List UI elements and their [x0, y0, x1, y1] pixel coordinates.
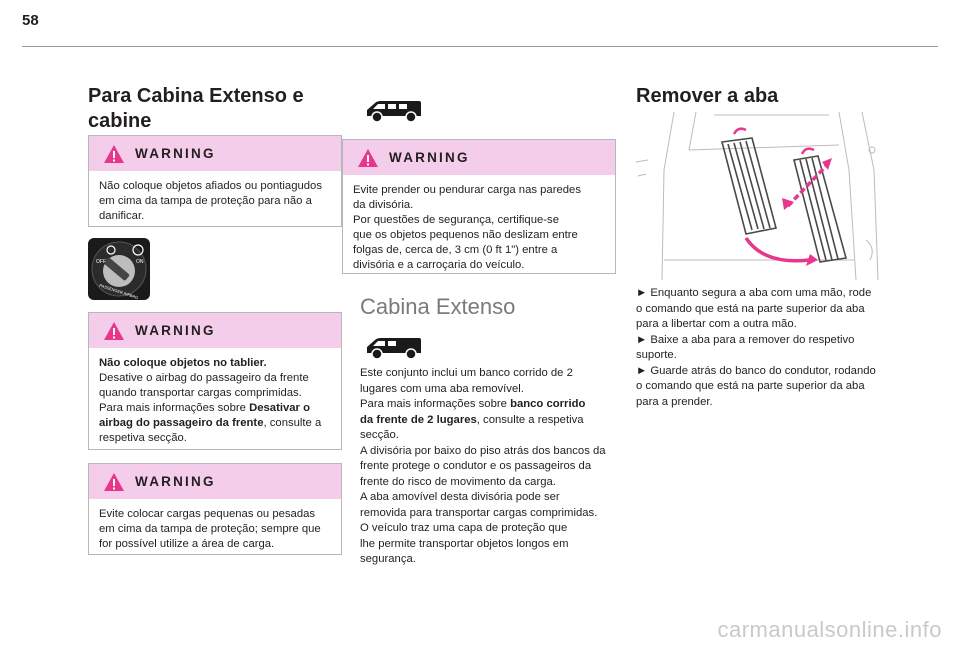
warning-box-partition: WARNING Evite prender ou pendurar carga … — [342, 139, 616, 274]
warning-body: Não coloque objetos no tablier. Desative… — [89, 348, 341, 454]
header-divider — [22, 46, 938, 47]
body-line: removida para transportar cargas comprim… — [360, 506, 598, 519]
airbag-on-label: ON — [136, 259, 144, 265]
warning-triangle-icon — [358, 148, 378, 167]
step-line: ► Enquanto segura a aba com uma mão, rod… — [636, 287, 872, 299]
warning-header: WARNING — [343, 140, 615, 175]
body-line: , consulte a respetiva — [476, 413, 584, 426]
warning-title: WARNING — [135, 474, 216, 489]
body-line: lhe permite transportar objetos longos e… — [360, 537, 569, 550]
warning-box-sharp-objects: WARNING Não coloque objetos afiados ou p… — [88, 135, 342, 227]
link-deactivate-airbag-cont: airbag do passageiro da frente — [99, 417, 264, 429]
warning-line: em cima da tampa de proteção para não a — [99, 195, 312, 207]
step-line: ► Baixe a aba para a remover do respetiv… — [636, 333, 855, 346]
warning-body: Evite prender ou pendurar carga nas pare… — [343, 175, 615, 281]
step-line: para a libertar com a outra mão. — [636, 318, 797, 330]
warning-header: WARNING — [89, 313, 341, 348]
section-heading-remover-aba: Remover a aba — [636, 85, 779, 107]
step-line: o comando que está na parte superior da … — [636, 302, 865, 315]
warning-bold-text: Não coloque objetos no tablier. — [99, 357, 267, 369]
step-line: para a prender. — [636, 395, 713, 408]
body-line: lugares com uma aba removível. — [360, 382, 524, 395]
airbag-off-label: OFF — [96, 259, 106, 265]
warning-line: divisória e a carroçaria do veículo. — [353, 259, 525, 271]
warning-line: for possível utilize a área de carga. — [99, 538, 275, 550]
warning-line: que os objetos pequenos não deslizam ent… — [353, 229, 578, 241]
step-line: suporte. — [636, 349, 677, 361]
warning-title: WARNING — [135, 146, 216, 161]
warning-line: , consulte a — [263, 417, 322, 429]
van-extended-cab-icon — [365, 333, 423, 361]
warning-title: WARNING — [389, 150, 470, 165]
body-line: O veículo traz uma capa de proteção que — [360, 522, 568, 534]
warning-body: Evite colocar cargas pequenas ou pesadas… — [89, 499, 341, 560]
link-bench-seat-cont: da frente de 2 lugares — [360, 413, 477, 426]
warning-triangle-icon — [104, 321, 124, 340]
warning-line: danificar. — [99, 210, 145, 222]
warning-line: Desative o airbag do passageiro da frent… — [99, 372, 309, 384]
warning-line: Evite prender ou pendurar carga nas pare… — [353, 184, 581, 196]
body-line: A aba amovível desta divisória pode ser — [360, 491, 560, 503]
link-deactivate-airbag: Desativar o — [249, 402, 310, 414]
van-crew-cab-icon — [365, 96, 423, 124]
step-line: o comando que está na parte superior da … — [636, 380, 865, 392]
body-line: secção. — [360, 429, 399, 441]
warning-header: WARNING — [89, 464, 341, 499]
warning-line: Para mais informações sobre — [99, 402, 250, 414]
warning-title: WARNING — [135, 323, 216, 338]
warning-line: quando transportar cargas comprimidas. — [99, 387, 302, 399]
cabina-extenso-description: Este conjunto inclui um banco corrido de… — [360, 366, 622, 568]
partition-flap-removal-illustration — [634, 110, 884, 281]
warning-box-small-loads: WARNING Evite colocar cargas pequenas ou… — [88, 463, 342, 555]
warning-triangle-icon — [104, 472, 124, 491]
watermark: carmanualsonline.info — [717, 617, 942, 642]
warning-line: Por questões de segurança, certifique-se — [353, 214, 559, 226]
warning-line: folgas de, cerca de, 3 cm (0 ft 1") entr… — [353, 244, 558, 256]
page-number: 58 — [22, 12, 39, 29]
step-line: ► Guarde atrás do banco do condutor, rod… — [636, 364, 876, 377]
section-title-cabina-extenso: Cabina Extenso — [360, 294, 516, 319]
passenger-airbag-switch-image: OFF ON PASSENGER AIRBAG — [88, 238, 150, 300]
body-line: segurança. — [360, 553, 416, 565]
warning-line: em cima da tampa de proteção; sempre que — [99, 523, 321, 535]
section-heading-cabine: Para Cabina Extenso e cabine — [88, 84, 328, 134]
warning-line: Não coloque objetos afiados ou pontiagud… — [99, 180, 322, 192]
heading-line: cabine — [88, 110, 152, 132]
warning-box-dashboard: WARNING Não coloque objetos no tablier. … — [88, 312, 342, 450]
warning-header: WARNING — [89, 136, 341, 171]
body-line: Para mais informações sobre — [360, 398, 511, 410]
body-line: A divisória por baixo do piso atrás dos … — [360, 444, 606, 457]
warning-body: Não coloque objetos afiados ou pontiagud… — [89, 171, 341, 232]
warning-triangle-icon — [104, 144, 124, 163]
warning-line: respetiva secção. — [99, 432, 187, 444]
warning-line: Evite colocar cargas pequenas ou pesadas — [99, 508, 316, 520]
link-bench-seat: banco corrido — [510, 398, 586, 410]
heading-line: Para Cabina Extenso e — [88, 85, 304, 107]
body-line: frente protege o condutor e os passageir… — [360, 460, 592, 472]
warning-line: da divisória. — [353, 199, 414, 211]
flap-removal-instructions: ► Enquanto segura a aba com uma mão, rod… — [636, 286, 898, 410]
body-line: frente do risco de movimento da carga. — [360, 475, 556, 488]
body-line: Este conjunto inclui um banco corrido de… — [360, 367, 573, 379]
